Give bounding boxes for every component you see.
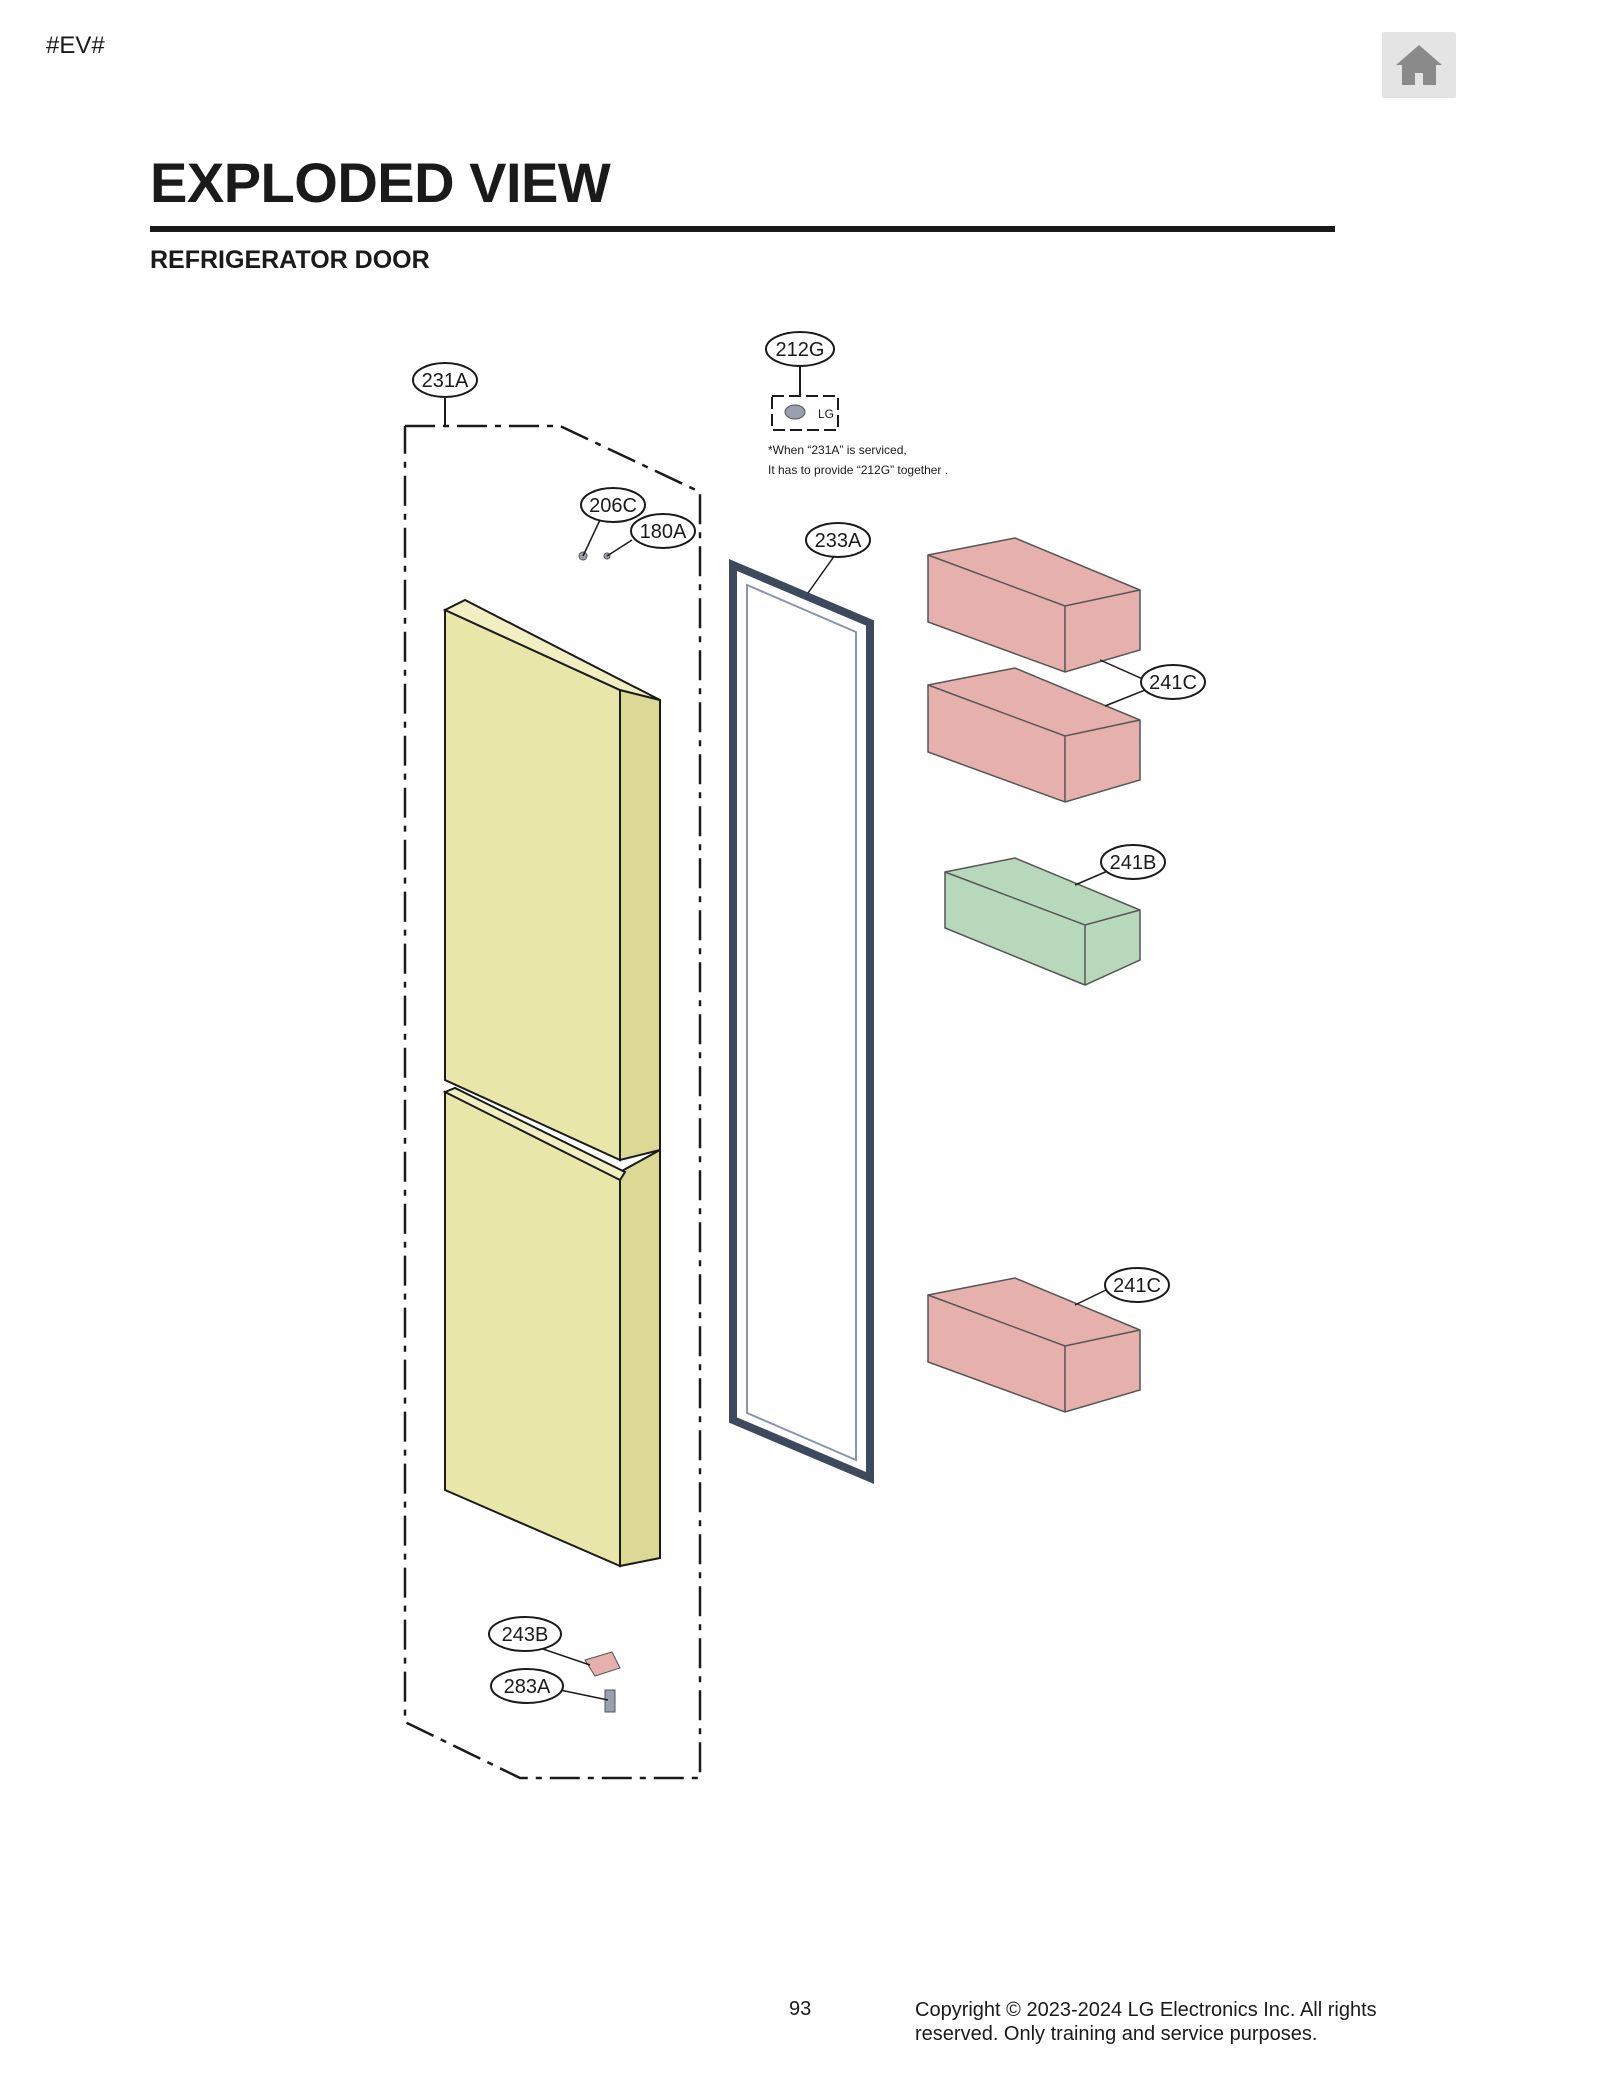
door-bin-top xyxy=(927,537,1141,673)
page-title: EXPLODED VIEW xyxy=(150,151,611,214)
screw-parts xyxy=(578,519,633,561)
copyright-line-1: Copyright © 2023-2024 LG Electronics Inc… xyxy=(915,1999,1377,2021)
page-number: 93 xyxy=(789,1998,812,2020)
svg-text:241C: 241C xyxy=(1113,1275,1161,1297)
home-icon xyxy=(1396,45,1442,85)
svg-text:212G: 212G xyxy=(776,339,825,361)
callout-212G: 212G xyxy=(765,331,835,367)
door-gasket xyxy=(729,547,874,1485)
callout-241C-top: 241C xyxy=(1140,664,1206,700)
service-note-line2: It has to provide “212G” together . xyxy=(768,463,948,477)
svg-text:231A: 231A xyxy=(422,370,469,392)
home-button[interactable] xyxy=(1382,32,1456,98)
svg-text:180A: 180A xyxy=(640,521,687,543)
callout-233A: 233A xyxy=(805,522,871,558)
copyright-notice: Copyright © 2023-2024 LG Electronics Inc… xyxy=(915,1998,1475,2046)
door-bin-second xyxy=(927,667,1141,803)
lg-emblem-part: LG xyxy=(771,367,839,431)
callout-241B: 241B xyxy=(1100,844,1166,880)
copyright-line-2: reserved. Only training and service purp… xyxy=(915,2023,1318,2045)
svg-text:241B: 241B xyxy=(1110,852,1157,874)
emblem-text: LG xyxy=(818,407,834,421)
door-bin-green xyxy=(944,857,1141,986)
svg-text:241C: 241C xyxy=(1149,672,1197,694)
callout-241C-bottom: 241C xyxy=(1104,1267,1170,1303)
callout-180A: 180A xyxy=(630,513,696,549)
svg-text:283A: 283A xyxy=(504,1676,551,1698)
refrigerator-door-panel xyxy=(442,598,661,1568)
service-note-line1: *When “231A” is serviced, xyxy=(768,443,907,457)
callout-231A: 231A xyxy=(412,362,478,398)
svg-text:233A: 233A xyxy=(815,530,862,552)
callout-243B: 243B xyxy=(488,1616,562,1652)
section-subtitle: REFRIGERATOR DOOR xyxy=(150,246,430,274)
svg-text:206C: 206C xyxy=(589,495,637,517)
door-bin-bottom xyxy=(927,1277,1141,1413)
title-rule xyxy=(150,226,1335,232)
svg-text:243B: 243B xyxy=(502,1624,549,1646)
callout-206C: 206C xyxy=(580,487,646,523)
hinge-parts xyxy=(539,1647,621,1713)
page-tag: #EV# xyxy=(46,32,105,59)
callout-283A: 283A xyxy=(490,1668,564,1704)
